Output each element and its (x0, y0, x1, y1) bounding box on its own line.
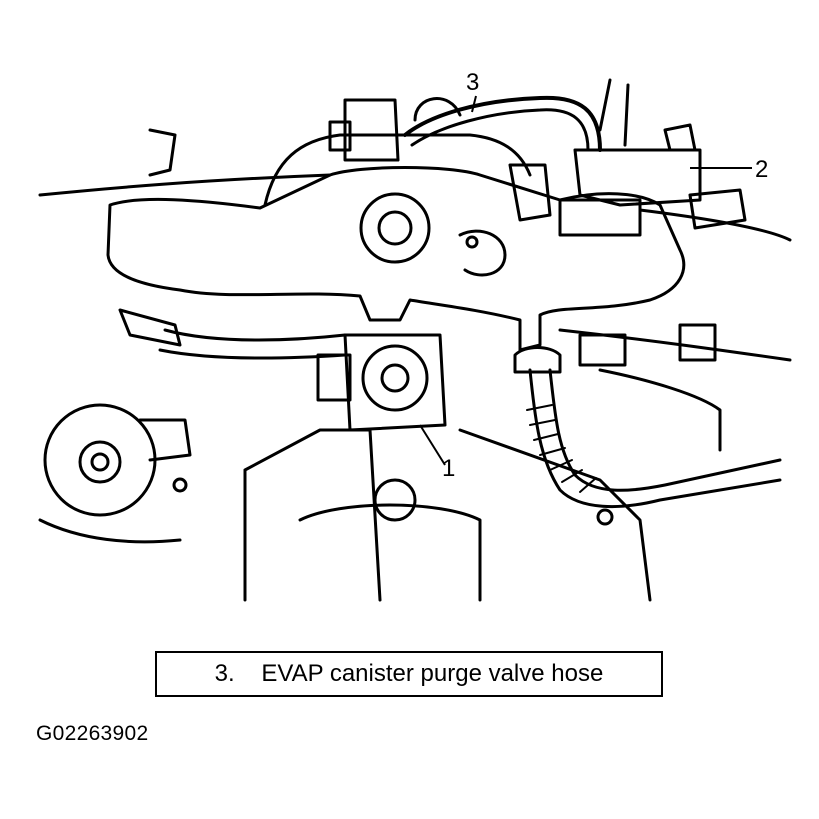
top-bracket (328, 120, 352, 152)
engine-block-right (458, 428, 652, 602)
pulley-outer (43, 403, 157, 517)
evap-purge-hose-inner (410, 108, 590, 152)
legend-box: 3. EVAP canister purge valve hose (155, 651, 663, 697)
engine-diagram: 1 2 3 (38, 69, 792, 602)
left-stud (148, 128, 177, 177)
engine-block (243, 428, 382, 602)
right-pipe (598, 368, 722, 452)
callout-3: 3 (466, 69, 479, 96)
callout-2: 2 (755, 156, 768, 183)
harness-clip (678, 323, 717, 362)
leader-3 (471, 95, 477, 113)
throttle-bore (361, 344, 429, 412)
purge-valve-connector (688, 188, 747, 230)
leader-1 (419, 424, 446, 466)
top-loop (413, 97, 462, 122)
callout-1: 1 (442, 455, 455, 482)
bracket-right (558, 198, 642, 237)
throttle-bore-inner (380, 363, 410, 393)
vacuum-lines (598, 78, 630, 147)
top-block (343, 98, 400, 162)
bracket-mid (508, 163, 552, 222)
figure-id: G02263902 (36, 722, 149, 745)
pulley-bracket (138, 418, 192, 462)
center-boss-inner (377, 210, 413, 246)
legend-number: 3. (214, 660, 235, 687)
corrugated-hose (528, 368, 782, 508)
connector-right (578, 333, 627, 367)
purge-valve-port (663, 123, 697, 152)
manifold-runner (263, 133, 532, 207)
left-bracket (118, 308, 182, 347)
legend-description: EVAP canister purge valve hose (261, 660, 604, 687)
lower-casting (298, 503, 482, 602)
evap-purge-hose (403, 95, 602, 152)
hose-clamp (513, 346, 562, 374)
throttle-body (343, 333, 447, 432)
legend-text: 3. EVAP canister purge valve hose (157, 653, 661, 695)
intake-manifold (106, 166, 686, 352)
pulley-hub (90, 452, 110, 472)
corrugated-hose-outer (548, 368, 782, 492)
harness-left (38, 173, 332, 197)
manifold-mount (458, 229, 507, 277)
coolant-hose-inner (158, 348, 347, 360)
lower-boss (373, 478, 417, 522)
pulley-mid (78, 440, 122, 484)
center-boss (359, 192, 431, 264)
coolant-hose (163, 328, 347, 342)
harness-left-lower (38, 518, 182, 544)
harness-right (638, 208, 792, 242)
